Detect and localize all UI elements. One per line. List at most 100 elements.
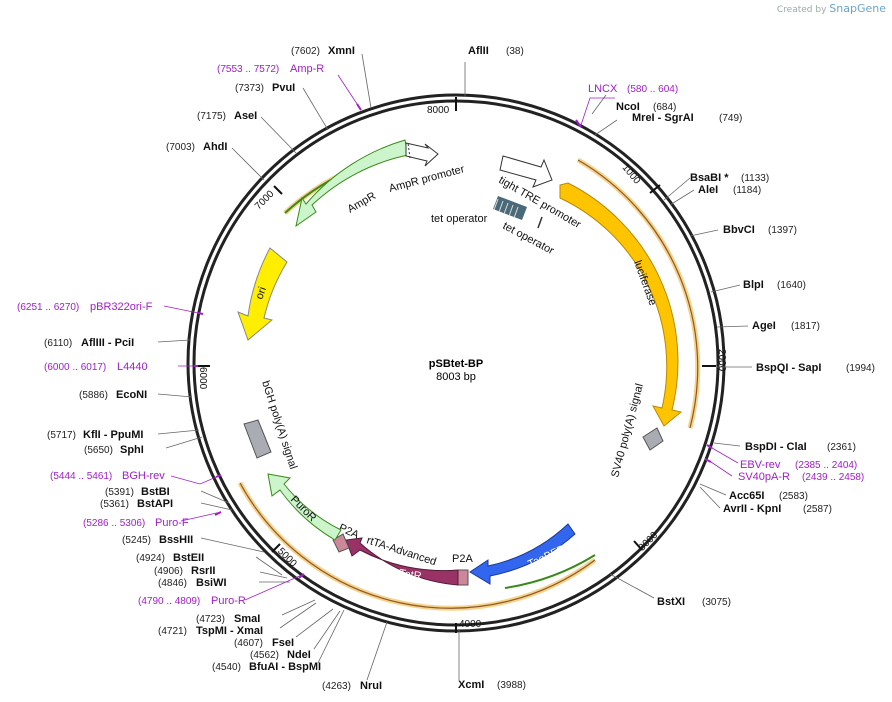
enzyme-name-blpi: BlpI — [743, 279, 764, 291]
enzyme-pos-bsabi: (1133) — [741, 173, 769, 184]
enzyme-name-bspdi-clai: BspDI - ClaI — [745, 441, 807, 453]
primer-pos-l4440: (6000 .. 6017) — [44, 362, 106, 373]
enzyme-pos-bfuai-bspmi: (4540) — [212, 662, 241, 673]
enzyme-pos-bstbi: (5391) — [105, 487, 134, 498]
tick-1000-mark — [649, 184, 661, 194]
tet-operator-label-1: tet operator — [431, 213, 488, 225]
enzyme-name-smai: SmaI — [234, 613, 260, 625]
created-by-text: Created by — [776, 5, 827, 15]
enzyme-name-sphi: SphI — [120, 444, 144, 456]
enzyme-name-agei: AgeI — [752, 320, 776, 332]
tagbfp-arrow — [469, 523, 576, 585]
primer-pos-sv40pa-r: (2439 .. 2458) — [802, 472, 864, 483]
enzyme-pos-aflii: (38) — [506, 46, 524, 57]
enzyme-pos-smai: (4723) — [196, 614, 225, 625]
luciferase-arrow — [559, 182, 683, 427]
snapgene-brand: SnapGene — [829, 2, 886, 15]
tick-2000-label: 2000 — [716, 349, 727, 372]
ampr-promoter-arrow — [405, 142, 439, 167]
primer-name-l4440: L4440 — [117, 361, 148, 373]
ori-label: ori — [254, 285, 269, 301]
enzyme-pos-bstxi: (3075) — [702, 597, 731, 608]
puror-arrow — [267, 473, 342, 541]
primer-name-pbr322ori-f: pBR322ori-F — [90, 301, 153, 313]
primer-pos-puro-r: (4790 .. 4809) — [138, 596, 200, 607]
enzyme-name-bfuai-bspmi: BfuAI - BspMI — [249, 661, 321, 673]
enzyme-name-nrui: NruI — [360, 680, 382, 692]
enzyme-name-alei: AleI — [698, 184, 718, 196]
tet-operator-block — [493, 196, 543, 229]
tick-6000-label: 6000 — [197, 367, 208, 390]
enzyme-pos-bsshii: (5245) — [122, 535, 151, 546]
enzyme-pos-alei: (1184) — [733, 185, 761, 196]
primer-name-ebv-rev: EBV-rev — [740, 459, 781, 471]
p2a-right-label: P2A — [452, 553, 473, 565]
tet-operator-label-2: tet operator — [501, 220, 557, 257]
enzyme-pos-blpi: (1640) — [777, 280, 806, 291]
enzyme-name-rsrii: RsrII — [191, 565, 215, 577]
plasmid-name: pSBtet-BP — [429, 358, 483, 370]
ampr-label: AmpR — [346, 190, 379, 216]
enzyme-name-kfli-ppumi: KflI - PpuMI — [83, 429, 144, 441]
sv40-polya-block — [642, 427, 664, 451]
enzyme-name-econi: EcoNI — [116, 389, 147, 401]
primer-name-bgh-rev: BGH-rev — [122, 470, 165, 482]
enzyme-pos-xmni: (7602) — [291, 46, 320, 57]
enzyme-name-bstapi: BstAPI — [137, 498, 173, 510]
tick-3000-mark — [633, 540, 643, 551]
tick-4000-label: 4000 — [459, 619, 482, 630]
ampr-promoter-label: AmpR promoter — [388, 163, 466, 195]
enzyme-name-avrii-kpni: AvrII - KpnI — [723, 503, 781, 515]
enzyme-pos-rsrii: (4906) — [154, 566, 183, 577]
enzyme-pos-acc65i: (2583) — [779, 491, 808, 502]
enzyme-pos-bbvci: (1397) — [768, 225, 797, 236]
leader-lines — [157, 53, 752, 681]
primer-name-puro-f: Puro-F — [155, 517, 189, 529]
rtetr-label: rTetR — [395, 567, 423, 583]
primer-pos-ebv-rev: (2385 .. 2404) — [795, 460, 857, 471]
enzyme-pos-tspmi-xmai: (4721) — [158, 626, 187, 637]
enzyme-pos-mrei-sgrai: (749) — [719, 113, 742, 124]
snapgene-credit: Created by SnapGene — [777, 2, 886, 15]
enzyme-name-xcmi: XcmI — [458, 679, 484, 691]
enzyme-pos-ndei: (4562) — [250, 650, 279, 661]
primer-pos-puro-f: (5286 .. 5306) — [83, 518, 145, 529]
enzyme-name-tspmi-xmai: TspMI - XmaI — [196, 625, 263, 637]
enzyme-name-bspqi-sapi: BspQI - SapI — [756, 362, 821, 374]
enzyme-pos-bspqi-sapi: (1994) — [846, 363, 875, 374]
tick-7000-mark — [273, 185, 283, 195]
sv40-polya-label: SV40 poly(A) signal — [609, 382, 646, 478]
primer-name-lncx: LNCX — [588, 83, 618, 95]
enzyme-pos-pvui: (7373) — [235, 83, 264, 94]
enzyme-name-acc65i: Acc65I — [729, 490, 764, 502]
primer-name-sv40pa-r: SV40pA-R — [738, 471, 790, 483]
enzyme-pos-ncoi: (684) — [653, 102, 676, 113]
enzyme-pos-bstapi: (5361) — [100, 499, 129, 510]
enzyme-name-bsshii: BssHII — [159, 534, 193, 546]
primer-pos-lncx: (580 .. 604) — [627, 84, 678, 95]
enzyme-labels: AflII (38) NcoI (684) MreI - SgrAI (749)… — [44, 45, 875, 692]
plasmid-size: 8003 bp — [436, 371, 476, 383]
enzyme-pos-asei: (7175) — [197, 111, 226, 122]
tight-tre-promoter-arrow — [499, 155, 553, 188]
primer-pos-amp-r: (7553 .. 7572) — [217, 64, 279, 75]
enzyme-pos-kfli-ppumi: (5717) — [47, 430, 76, 441]
tick-8000-label: 8000 — [427, 105, 450, 116]
rtetr-arrow — [345, 537, 459, 586]
enzyme-pos-sphi: (5650) — [84, 445, 113, 456]
enzyme-name-bsiwi: BsiWI — [196, 577, 227, 589]
enzyme-pos-econi: (5886) — [79, 390, 108, 401]
enzyme-name-mrei-sgrai: MreI - SgrAI — [632, 112, 694, 124]
p2a-right-block — [457, 569, 469, 586]
enzyme-pos-fsei: (4607) — [234, 638, 263, 649]
enzyme-pos-afliii-pcii: (6110) — [44, 338, 72, 349]
enzyme-name-bstxi: BstXI — [657, 596, 685, 608]
enzyme-name-ahdi: AhdI — [203, 141, 227, 153]
enzyme-pos-ahdi: (7003) — [166, 142, 195, 153]
rtta-advanced-label: rtTA-Advanced — [365, 534, 438, 568]
primer-pos-pbr322ori-f: (6251 .. 6270) — [17, 302, 79, 313]
bgh-polya-block — [243, 419, 272, 459]
enzyme-pos-bspdi-clai: (2361) — [827, 442, 856, 453]
enzyme-name-ncoi: NcoI — [616, 101, 640, 113]
